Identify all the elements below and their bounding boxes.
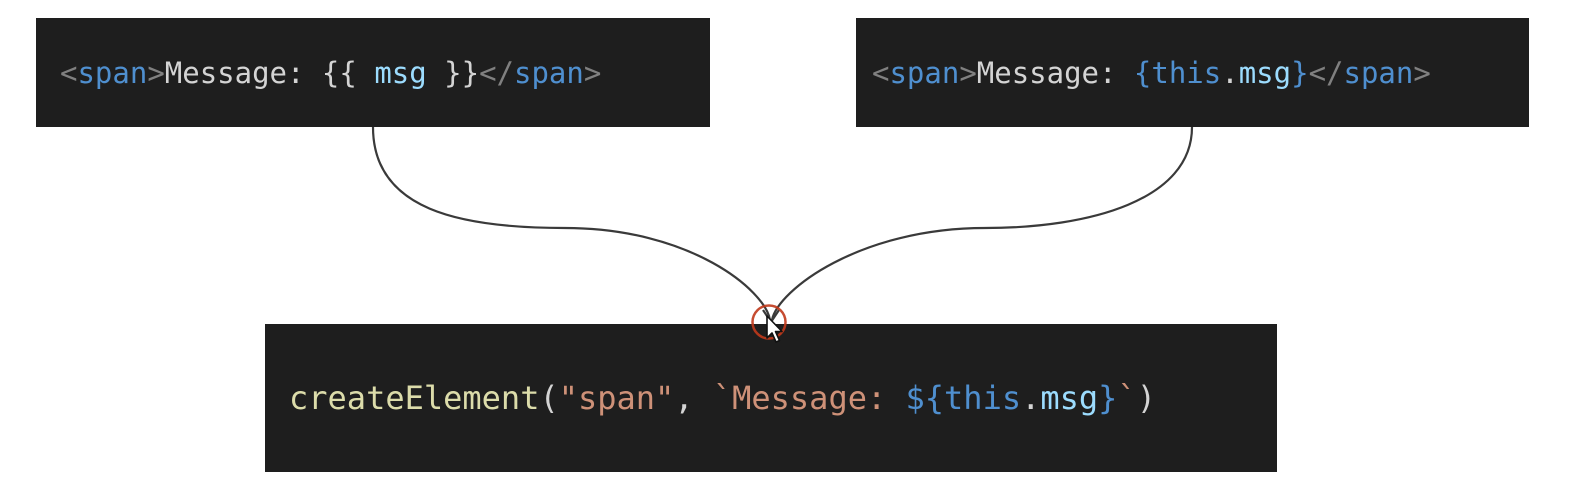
token-mustache-close: }} [426,55,480,90]
token-close-tag: span [1343,55,1414,90]
mouse-cursor [751,304,787,343]
token-template-start: `Message: [712,379,906,417]
token-open-lt: < [60,55,78,90]
token-brace-open: { [1133,55,1152,90]
token-var: msg [1040,379,1099,417]
token-dot: . [1021,379,1041,417]
token-comma: , [674,379,713,417]
connector-right [770,126,1194,321]
token-open-gt: > [959,55,977,90]
token-text: Message: [976,55,1134,90]
click-highlight-icon [751,304,787,340]
token-close-lt: </ [1308,55,1344,90]
token-this: this [1151,55,1222,90]
jsx-template-code-block: <span>Message: {this.msg}</span> [856,18,1529,127]
token-brace-close: } [1291,55,1309,90]
token-open-tag: span [889,55,960,90]
token-paren-close: ) [1136,379,1156,417]
token-text: Message: [164,55,322,90]
token-mustache-open: {{ [321,55,375,90]
token-dot: . [1221,55,1239,90]
token-interp-open: ${ [905,379,945,417]
token-open-lt: < [872,55,890,90]
token-template-end: ` [1117,379,1137,417]
token-this: this [944,379,1022,417]
token-paren-open: ( [539,379,559,417]
token-var: msg [1238,55,1292,90]
token-close-gt: > [583,55,602,90]
token-close-tag: span [514,55,584,90]
token-close-gt: > [1413,55,1431,90]
token-var: msg [374,55,427,90]
connector-left [371,126,772,321]
token-open-tag: span [77,55,148,90]
create-element-code-block: createElement("span", `Message: ${this.m… [265,324,1277,472]
token-function-name: createElement [289,379,540,417]
token-interp-close: } [1098,379,1118,417]
token-string-arg: "span" [558,379,675,417]
vue-template-code-block: <span>Message: {{ msg }}</span> [36,18,710,127]
token-open-gt: > [147,55,165,90]
token-close-lt: </ [479,55,515,90]
arrow-cursor-icon [766,315,783,343]
